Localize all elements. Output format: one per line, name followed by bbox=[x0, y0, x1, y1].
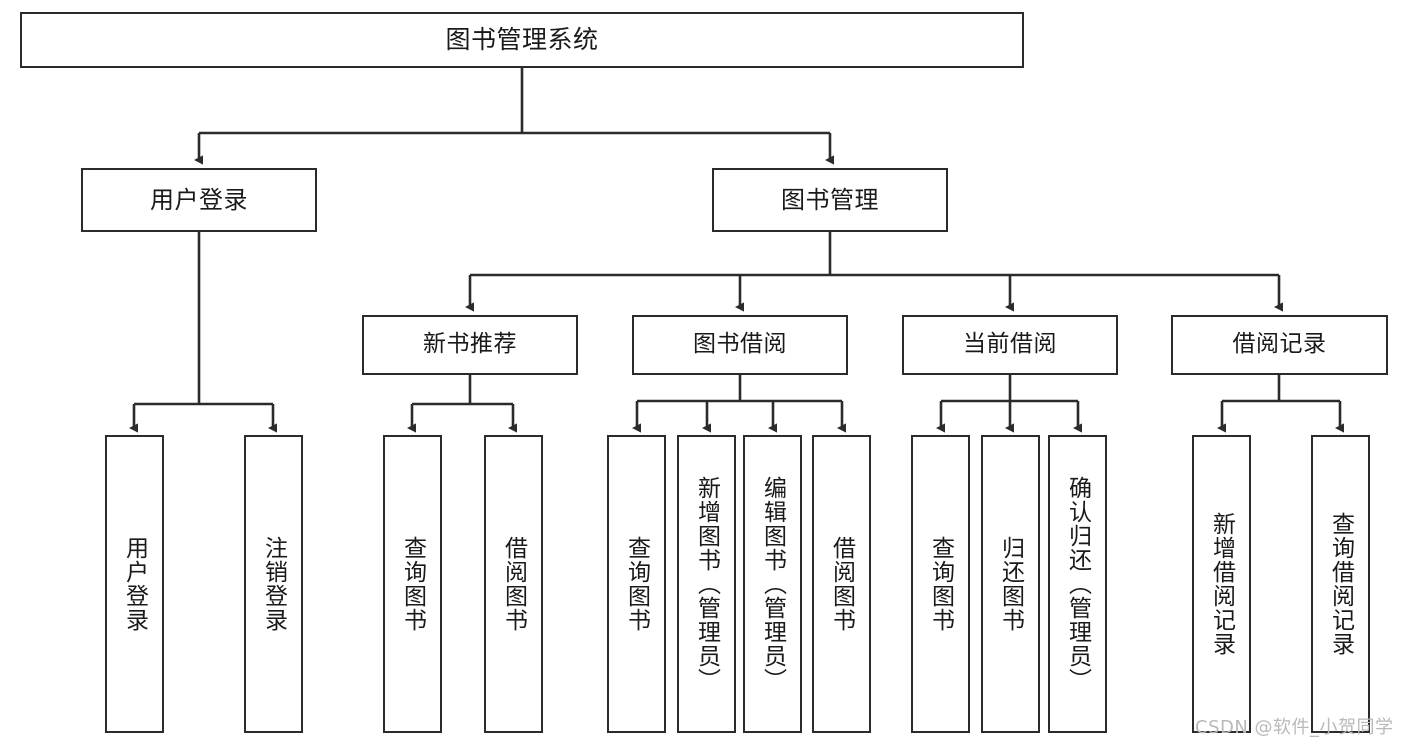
node-label: 用户登录 bbox=[121, 536, 148, 632]
leaf-user-logout[interactable]: 注销登录 bbox=[244, 435, 303, 733]
node-label: 注销登录 bbox=[260, 536, 287, 632]
node-label: 新增借阅记录 bbox=[1208, 512, 1235, 656]
leaf-new-book-query[interactable]: 查询图书 bbox=[383, 435, 442, 733]
node-label: 借阅图书 bbox=[828, 536, 855, 632]
leaf-current-confirm-return-admin[interactable]: 确认归还（管理员） bbox=[1048, 435, 1107, 733]
node-label: 查询图书 bbox=[927, 536, 954, 632]
leaf-record-add[interactable]: 新增借阅记录 bbox=[1192, 435, 1251, 733]
node-new-book-recommend[interactable]: 新书推荐 bbox=[362, 315, 578, 375]
node-book-borrow[interactable]: 图书借阅 bbox=[632, 315, 848, 375]
node-label: 借阅图书 bbox=[500, 536, 527, 632]
node-borrow-record[interactable]: 借阅记录 bbox=[1171, 315, 1388, 375]
node-label: 查询图书 bbox=[623, 536, 650, 632]
leaf-user-login[interactable]: 用户登录 bbox=[105, 435, 164, 733]
leaf-borrow-edit-book-admin[interactable]: 编辑图书（管理员） bbox=[743, 435, 802, 733]
leaf-borrow-query-book[interactable]: 查询图书 bbox=[607, 435, 666, 733]
node-current-borrow[interactable]: 当前借阅 bbox=[902, 315, 1118, 375]
node-label: 图书管理 bbox=[781, 185, 879, 214]
node-label: 图书借阅 bbox=[693, 331, 787, 358]
node-label: 图书管理系统 bbox=[445, 25, 599, 54]
node-label: 查询图书 bbox=[399, 536, 426, 632]
leaf-current-query-book[interactable]: 查询图书 bbox=[911, 435, 970, 733]
node-label: 查询借阅记录 bbox=[1327, 512, 1354, 656]
node-label: 确认归还（管理员） bbox=[1064, 476, 1091, 692]
node-user-login[interactable]: 用户登录 bbox=[81, 168, 317, 232]
node-book-management[interactable]: 图书管理 bbox=[712, 168, 948, 232]
leaf-borrow-add-book-admin[interactable]: 新增图书（管理员） bbox=[677, 435, 736, 733]
leaf-current-return-book[interactable]: 归还图书 bbox=[981, 435, 1040, 733]
node-label: 借阅记录 bbox=[1232, 331, 1327, 358]
node-label: 当前借阅 bbox=[963, 331, 1057, 358]
node-label: 用户登录 bbox=[150, 185, 248, 214]
leaf-record-query[interactable]: 查询借阅记录 bbox=[1311, 435, 1370, 733]
node-label: 新书推荐 bbox=[423, 331, 517, 358]
node-label: 归还图书 bbox=[997, 536, 1024, 632]
node-label: 编辑图书（管理员） bbox=[759, 476, 786, 692]
node-root-system[interactable]: 图书管理系统 bbox=[20, 12, 1024, 68]
node-label: 新增图书（管理员） bbox=[693, 476, 720, 692]
leaf-borrow-borrow-book[interactable]: 借阅图书 bbox=[812, 435, 871, 733]
leaf-new-book-borrow[interactable]: 借阅图书 bbox=[484, 435, 543, 733]
